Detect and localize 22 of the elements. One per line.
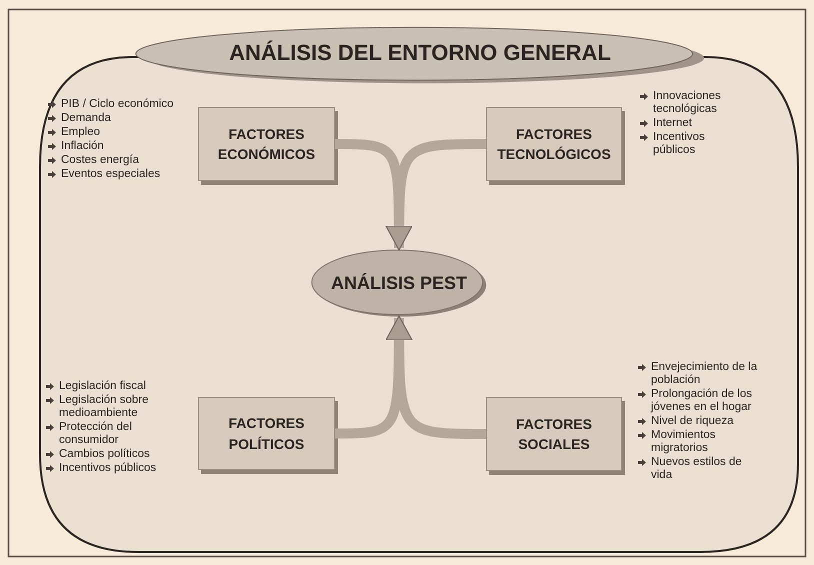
list-item: Movimientos migratorios [651,429,717,455]
list-item: Legislación fiscal [59,380,146,393]
list-item: Eventos especiales [61,168,160,181]
list-item: Nivel de riqueza [651,415,734,428]
list-item: Legislación sobre medioambiente [59,394,150,420]
list-item: Nuevos estilos de vida [651,456,743,482]
list-item: PIB / Ciclo económico [61,98,174,111]
curved-arrow [386,139,486,250]
list-item: Costes energía [61,154,139,167]
list-item: Envejecimiento de la población [651,361,758,387]
list-item: Innovaciones tecnológicas [653,90,722,116]
frame-title: ANÁLISIS DEL ENTORNO GENERAL [229,40,611,66]
list-item: Incentivos públicos [59,462,156,475]
list-item: Protección del consumidor [59,421,133,447]
list-item: Internet [653,117,692,130]
list-item: Inflación [61,140,104,153]
curved-arrow [386,316,486,439]
list-item: Prolongación de los jóvenes en el hogar [651,388,754,414]
list-item: Cambios políticos [59,448,150,461]
list-item: Incentivos públicos [653,131,706,157]
list-item: Empleo [61,126,100,139]
list-item: Demanda [61,112,111,125]
